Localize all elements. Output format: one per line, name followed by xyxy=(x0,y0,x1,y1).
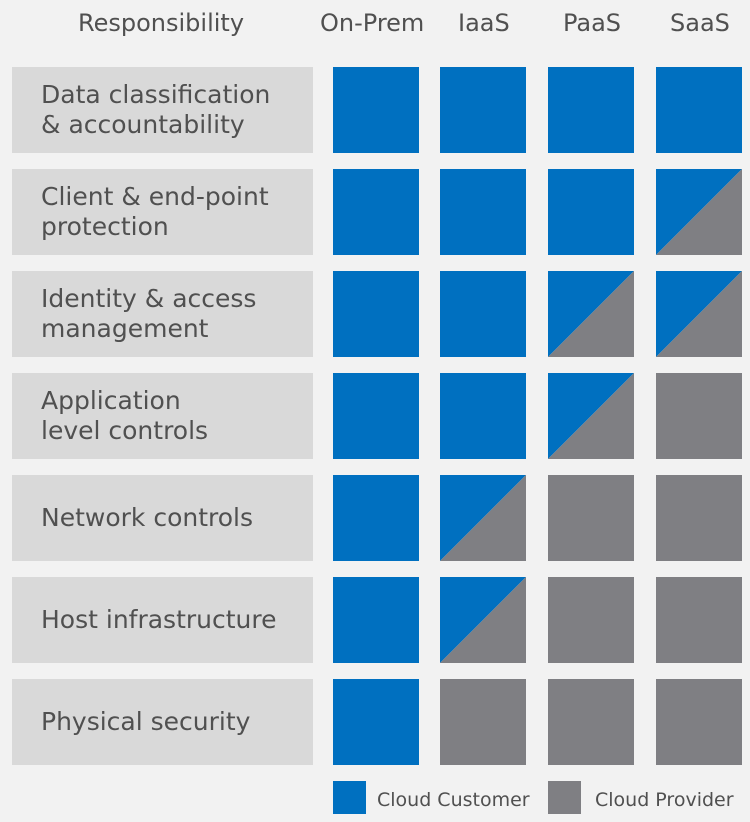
header-saas: SaaS xyxy=(670,9,730,37)
cell-row5-on-prem-customer xyxy=(333,475,419,561)
cell-row3-paas-shared xyxy=(548,271,634,357)
row-label-physical-security: Physical security xyxy=(12,679,313,765)
cell-row5-iaas-shared xyxy=(440,475,526,561)
cell-row7-on-prem-customer xyxy=(333,679,419,765)
row-label-application-controls: Application level controls xyxy=(12,373,313,459)
cell-row6-on-prem-customer xyxy=(333,577,419,663)
provider-half xyxy=(440,475,526,561)
cell-row4-saas-provider xyxy=(656,373,742,459)
cell-row5-paas-provider xyxy=(548,475,634,561)
cell-row6-saas-provider xyxy=(656,577,742,663)
cell-row6-paas-provider xyxy=(548,577,634,663)
row-label-text: Identity & access management xyxy=(41,284,257,343)
row-label-data-classification: Data classification & accountability xyxy=(12,67,313,153)
legend-customer-swatch xyxy=(333,781,366,814)
row-label-network-controls: Network controls xyxy=(12,475,313,561)
cell-row1-on-prem-customer xyxy=(333,67,419,153)
row-label-text: Client & end-point protection xyxy=(41,182,269,241)
legend-provider-swatch xyxy=(548,781,581,814)
cell-row6-iaas-shared xyxy=(440,577,526,663)
cell-row7-paas-provider xyxy=(548,679,634,765)
row-label-text: Data classification & accountability xyxy=(41,80,271,139)
row-label-identity-access: Identity & access management xyxy=(12,271,313,357)
cell-row3-on-prem-customer xyxy=(333,271,419,357)
row-label-text: Host infrastructure xyxy=(41,605,277,634)
header-responsibility: Responsibility xyxy=(78,9,245,37)
header-on-prem: On-Prem xyxy=(320,9,425,37)
cell-row3-iaas-customer xyxy=(440,271,526,357)
row-label-client-endpoint: Client & end-point protection xyxy=(12,169,313,255)
cell-row4-on-prem-customer xyxy=(333,373,419,459)
row-label-text: Network controls xyxy=(41,503,254,532)
legend-customer-label: Cloud Customer xyxy=(377,789,530,811)
cell-row3-saas-shared xyxy=(656,271,742,357)
provider-half xyxy=(656,169,742,255)
cell-row2-on-prem-customer xyxy=(333,169,419,255)
cell-row1-iaas-customer xyxy=(440,67,526,153)
provider-half xyxy=(548,373,634,459)
cell-row7-iaas-provider xyxy=(440,679,526,765)
cell-row2-saas-shared xyxy=(656,169,742,255)
provider-half xyxy=(548,271,634,357)
row-label-text: Application level controls xyxy=(41,386,209,445)
provider-half xyxy=(656,271,742,357)
legend-provider-label: Cloud Provider xyxy=(595,789,734,811)
cell-row4-iaas-customer xyxy=(440,373,526,459)
provider-half xyxy=(440,577,526,663)
cell-row4-paas-shared xyxy=(548,373,634,459)
cell-row1-paas-customer xyxy=(548,67,634,153)
header-iaas: IaaS xyxy=(458,9,510,37)
cell-row2-iaas-customer xyxy=(440,169,526,255)
cell-row7-saas-provider xyxy=(656,679,742,765)
cell-row1-saas-customer xyxy=(656,67,742,153)
cell-row2-paas-customer xyxy=(548,169,634,255)
header-paas: PaaS xyxy=(563,9,622,37)
cell-row5-saas-provider xyxy=(656,475,742,561)
row-label-host-infrastructure: Host infrastructure xyxy=(12,577,313,663)
row-label-text: Physical security xyxy=(41,707,251,736)
